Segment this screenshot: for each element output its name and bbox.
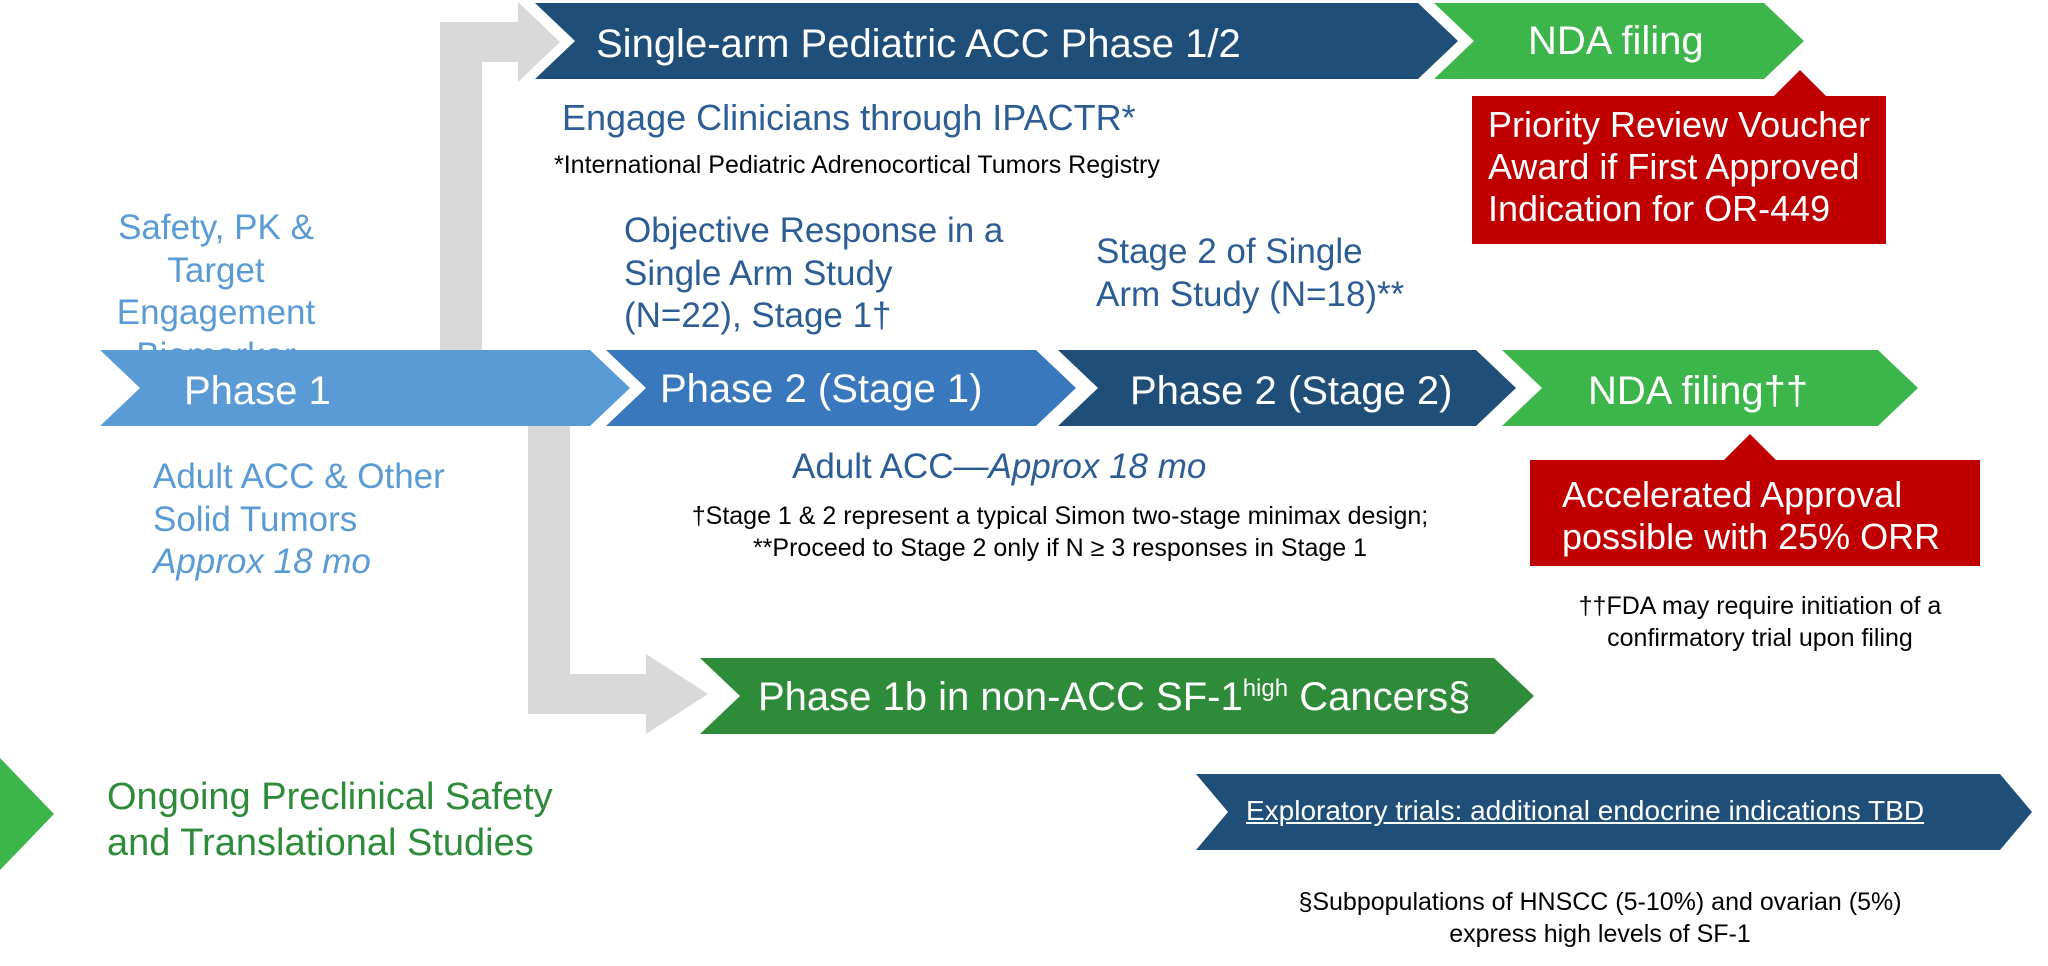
- phase1b-arrow: [700, 658, 1534, 734]
- fda-note-line-2: confirmatory trial upon filing: [1607, 624, 1913, 652]
- priority-review-line-3: Indication for OR-449: [1488, 188, 1831, 230]
- accelerated-approval-callout: Accelerated Approval possible with 25% O…: [1530, 434, 1980, 566]
- subpop-note-line-2: express high levels of SF-1: [1449, 920, 1751, 948]
- phase1b-label-prefix: Phase 1b in non-ACC SF-1: [758, 675, 1243, 719]
- fda-note: ††FDA may require initiation of a confir…: [1520, 590, 2000, 654]
- adult-acc-other-line-2: Solid Tumors: [153, 499, 358, 539]
- phase2-stage2-arrow: [1058, 350, 1516, 426]
- safety-pk-line-1: Safety, PK & Target: [118, 208, 314, 290]
- phase1b-label-suffix: Cancers§: [1299, 675, 1471, 719]
- adult-acc-duration: Approx 18 mo: [988, 447, 1207, 486]
- phase2-stage2-label: Phase 2 (Stage 2): [1130, 369, 1453, 413]
- phase1b-label-sup: high: [1242, 675, 1289, 702]
- stage2-line-1: Stage 2 of Single: [1096, 232, 1363, 271]
- adult-acc-other-text: Adult ACC & Other Solid Tumors Approx 18…: [153, 456, 445, 584]
- connector-to-pediatric: [440, 2, 560, 352]
- objective-response-line-2: Single Arm Study: [624, 253, 893, 293]
- objective-response-line-1: Objective Response in a: [624, 211, 1004, 250]
- stage2-line-2: Arm Study (N=18)**: [1096, 274, 1405, 314]
- ipactr-footnote: *International Pediatric Adrenocortical …: [554, 151, 1160, 179]
- exploratory-arrow: [1196, 774, 2032, 850]
- safety-pk-line-3: Biomarker: [136, 336, 296, 376]
- priority-review-line-2: Award if First Approved: [1488, 146, 1860, 188]
- adult-acc-prefix: Adult ACC—: [792, 447, 989, 486]
- fda-note-line-1: ††FDA may require initiation of a: [1578, 592, 1942, 620]
- exploratory-label: Exploratory trials: additional endocrine…: [1246, 795, 1925, 826]
- phase2-stage1-arrow: [606, 350, 1076, 426]
- pediatric-arrow: [535, 3, 1458, 79]
- phase1-label: Phase 1: [184, 369, 331, 413]
- subpopulation-note: §Subpopulations of HNSCC (5-10%) and ova…: [1250, 886, 1950, 950]
- safety-pk-text: Safety, PK & Target Engagement Biomarker: [66, 207, 366, 378]
- preclinical-arrow: [0, 758, 54, 870]
- priority-review-notch: [1774, 70, 1826, 96]
- priority-review-line-1: Priority Review Voucher: [1488, 104, 1871, 145]
- subpop-note-line-1: §Subpopulations of HNSCC (5-10%) and ova…: [1298, 888, 1902, 916]
- accelerated-approval-notch: [1724, 434, 1776, 460]
- safety-pk-line-2: Engagement: [116, 293, 316, 333]
- phase2-stage1-label: Phase 2 (Stage 1): [660, 367, 983, 411]
- adult-acc-duration-text: Adult ACC—Approx 18 mo: [792, 447, 1207, 487]
- objective-response-text: Objective Response in a Single Arm Study…: [624, 210, 1003, 338]
- phase1b-label: Phase 1b in non-ACC SF-1high Cancers§: [758, 675, 1471, 719]
- simon-note-line-2: **Proceed to Stage 2 only if N ≥ 3 respo…: [752, 534, 1368, 562]
- simon-note-line-1: †Stage 1 & 2 represent a typical Simon t…: [691, 502, 1429, 530]
- connector-to-phase1b: [528, 420, 708, 734]
- objective-response-line-3: (N=22), Stage 1†: [624, 296, 892, 336]
- phase1-arrow: [100, 350, 630, 426]
- adult-acc-other-duration: Approx 18 mo: [153, 542, 371, 582]
- adult-acc-other-line-1: Adult ACC & Other: [153, 457, 445, 496]
- simon-design-note: †Stage 1 & 2 represent a typical Simon t…: [640, 500, 1480, 564]
- priority-review-callout: Priority Review Voucher Award if First A…: [1472, 70, 1886, 244]
- nda-filing-top-arrow: [1434, 3, 1804, 79]
- ongoing-preclinical-line-1: Ongoing Preclinical Safety: [107, 776, 553, 818]
- ongoing-preclinical-text: Ongoing Preclinical Safety and Translati…: [107, 775, 553, 866]
- ongoing-preclinical-line-2: and Translational Studies: [107, 821, 534, 864]
- accelerated-line-2: possible with 25% ORR: [1562, 516, 1941, 558]
- nda-filing-main-label: NDA filing††: [1588, 369, 1809, 413]
- pediatric-label: Single-arm Pediatric ACC Phase 1/2: [596, 22, 1241, 66]
- nda-filing-main-arrow: [1502, 350, 1918, 426]
- stage2-single-arm-text: Stage 2 of Single Arm Study (N=18)**: [1096, 231, 1404, 316]
- engage-clinicians-text: Engage Clinicians through IPACTR*: [562, 97, 1136, 138]
- accelerated-line-1: Accelerated Approval: [1562, 474, 1903, 515]
- nda-filing-top-label: NDA filing: [1528, 19, 1704, 63]
